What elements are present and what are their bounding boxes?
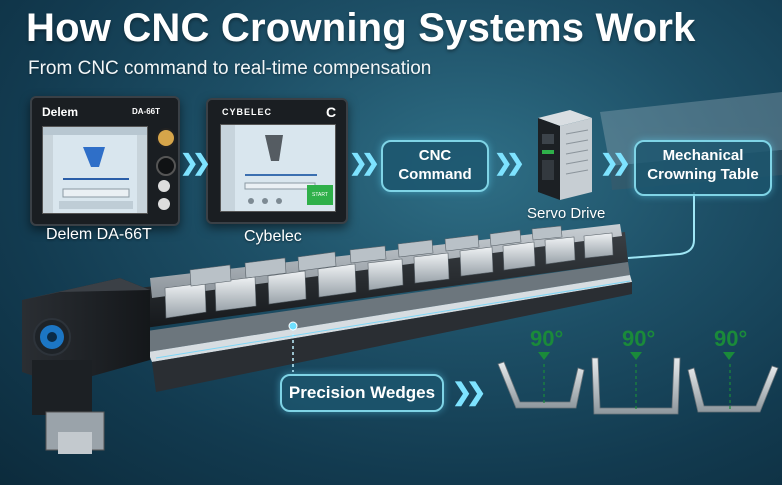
angle-marker-icon [723, 352, 735, 360]
delem-brand: Delem [42, 105, 79, 119]
angle-label-3: 90° [714, 326, 748, 351]
arrow-chevron-icon: ❯❯ [494, 150, 525, 175]
cybelec-brand: CYBELEC [222, 107, 273, 117]
delem-start-knob[interactable] [156, 128, 176, 148]
servo-drive-caption: Servo Drive [527, 205, 606, 222]
delem-model-tag: DA-66T [132, 107, 161, 116]
angle-marker-icon [538, 352, 550, 360]
servo-drive [538, 110, 592, 200]
angle-marker-icon [630, 352, 642, 360]
angle-label-1: 90° [530, 326, 564, 351]
delem-button-1[interactable] [158, 180, 170, 192]
arrow-chevron-icon: ❯❯ [452, 379, 486, 406]
cybelec-controller: CYBELEC C START [206, 98, 348, 224]
delem-dial[interactable] [156, 156, 176, 176]
precision-wedges-box: Precision Wedges [280, 374, 444, 412]
cnc-command-box: CNC Command [381, 140, 489, 192]
delem-screen [42, 126, 148, 214]
cybelec-logo-icon: C [326, 104, 337, 120]
delem-button-2[interactable] [158, 198, 170, 210]
delem-controller: Delem DA-66T [30, 96, 180, 226]
arrow-chevron-icon: ❯❯ [349, 150, 380, 175]
arrow-chevron-icon: ❯❯ [180, 150, 211, 175]
cybelec-caption: Cybelec [244, 228, 302, 245]
crowning-table-box: Mechanical Crowning Table [634, 140, 772, 196]
delem-caption: Delem DA-66T [46, 226, 152, 243]
angle-label-2: 90° [622, 326, 656, 351]
bent-profiles [497, 357, 779, 415]
cybelec-screen: START [220, 124, 336, 212]
page-title: How CNC Crowning Systems Work [26, 6, 696, 50]
page-subtitle: From CNC command to real-time compensati… [28, 58, 432, 79]
cybelec-start-button[interactable]: START [307, 185, 333, 205]
arrow-chevron-icon: ❯❯ [600, 150, 631, 175]
